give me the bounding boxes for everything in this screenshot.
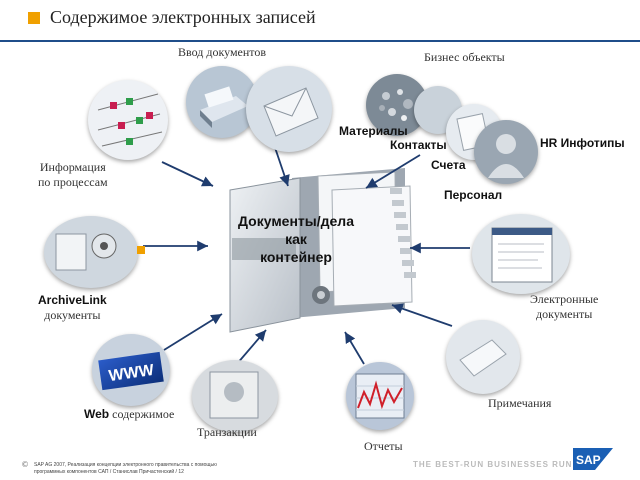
label-process-info: Информация по процессам — [38, 160, 108, 190]
footer-copyright-symbol: © — [22, 460, 29, 469]
label-personnel: Персонал — [444, 188, 503, 202]
slide-header: Содержимое электронных записей — [0, 0, 640, 42]
binder-folder — [229, 168, 416, 333]
slide-title: Содержимое электронных записей — [50, 7, 316, 27]
label-contacts: Контакты — [390, 138, 447, 152]
label-web-content: Web содержимое — [84, 407, 174, 422]
label-archivelink-2: документы — [44, 308, 101, 322]
sap-logo-text: SAP — [576, 453, 601, 467]
materials-icon — [379, 89, 413, 121]
label-web-rest: содержимое — [109, 407, 175, 421]
label-reports: Отчеты — [364, 439, 403, 453]
footer-text: SAP AG 2007, Реализация концепции электр… — [34, 462, 217, 476]
scanner-icon — [200, 86, 248, 128]
header-accent-square — [28, 12, 40, 24]
center-line-2: как — [285, 231, 307, 247]
process-network-icon — [97, 93, 163, 147]
label-hr-infotypes: HR Инфотипы — [540, 136, 625, 150]
center-caption: Документы/дела как контейнер — [226, 212, 366, 266]
web-content-image: WWW — [92, 334, 170, 406]
center-line-3: контейнер — [260, 249, 332, 265]
label-process-info-2: по процессам — [38, 175, 108, 189]
label-electronic-docs: Электронные документы — [530, 292, 598, 322]
label-transactions: Транзакции — [197, 425, 257, 439]
label-process-info-1: Информация — [39, 160, 106, 174]
label-business-objects: Бизнес объекты — [424, 50, 505, 64]
header-divider — [0, 40, 640, 42]
transaction-icon — [209, 371, 259, 419]
label-edocs-2: документы — [536, 307, 593, 321]
person-icon — [488, 134, 524, 178]
center-line-1: Документы/дела — [238, 213, 354, 229]
label-web-bold: Web — [84, 407, 110, 421]
label-archivelink-1: ArchiveLink — [38, 293, 107, 307]
electronic-docs-image — [472, 214, 570, 294]
email-image — [246, 66, 332, 152]
report-chart-icon — [355, 373, 405, 419]
materials-image — [366, 74, 428, 136]
sap-logo: SAP — [573, 448, 613, 470]
label-notes: Примечания — [488, 396, 552, 410]
notes-image — [446, 320, 520, 394]
label-invoices: Счета — [431, 158, 466, 172]
reports-image — [346, 362, 414, 430]
www-icon: WWW — [98, 351, 164, 391]
label-archivelink: ArchiveLink документы — [38, 293, 107, 323]
footer-line-1: SAP AG 2007, Реализация концепции электр… — [34, 462, 217, 468]
arrows — [143, 117, 470, 366]
svg-text:WWW: WWW — [108, 362, 156, 385]
archivelink-icon — [55, 233, 117, 271]
envelope-icon — [263, 87, 319, 137]
footer-line-2: программных компонентов САП / Станислав … — [34, 469, 184, 475]
label-materials: Материалы — [339, 124, 408, 138]
index-pages — [317, 171, 416, 307]
footer-slogan: THE BEST-RUN BUSINESSES RUN SAP — [413, 460, 596, 469]
label-edocs-1: Электронные — [530, 292, 599, 306]
archivelink-accent-square — [137, 246, 145, 254]
note-icon — [459, 339, 507, 377]
process-info-image — [88, 80, 168, 160]
document-window-icon — [491, 227, 553, 283]
label-input-docs: Ввод документов — [178, 45, 267, 59]
personnel-image — [474, 120, 538, 184]
transactions-image — [192, 360, 278, 432]
archivelink-image — [44, 216, 138, 288]
